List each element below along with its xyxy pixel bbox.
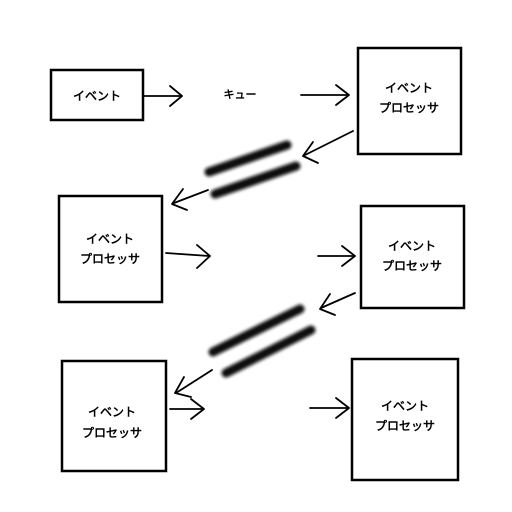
processor-1-line1: イベント [385,81,433,95]
processor-5-line1: イベント [381,399,429,413]
processor-4-line1: イベント [88,405,136,419]
event-processor-box-1: イベント プロセッサ [356,46,463,156]
processor-5-line2: プロセッサ [375,418,435,433]
arrow-processor-3-to-queue-4 [319,292,356,316]
event-source-box: イベント [49,68,145,122]
processor-3-line1: イベント [388,239,436,253]
arrow-source-to-queue-1 [143,85,183,107]
arrow-processor-2-to-queue-3 [165,244,211,269]
processor-2-line1: イベント [86,232,134,246]
arrow-queue-4-to-processor-4 [174,369,213,398]
arrow-queue-3-to-processor-3 [317,245,356,267]
queue-4 [208,304,316,378]
arrow-queue-5-to-processor-5 [309,397,350,419]
arrow-processor-1-to-queue-2 [302,130,354,164]
processor-1-line2: プロセッサ [379,100,439,115]
event-processor-box-4: イベント プロセッサ [60,359,168,473]
queue-3 [214,236,320,273]
queue-5 [208,391,310,428]
arrow-processor-4-to-queue-5 [169,398,205,420]
queue-1-label: キュー [224,88,257,101]
queue-1: キュー [187,76,303,113]
processor-4-line2: プロセッサ [82,425,142,440]
event-source-label: イベント [73,89,121,103]
event-processor-box-3: イベント プロセッサ [359,204,466,310]
event-processor-box-2: イベント プロセッサ [57,194,164,304]
arrow-queue-2-to-processor-2 [171,188,209,211]
arrow-queue-1-to-processor-1 [300,84,350,106]
event-processor-box-5: イベント プロセッサ [350,357,460,482]
queue-2 [204,140,301,199]
processor-2-line2: プロセッサ [80,251,140,266]
processor-3-line2: プロセッサ [382,258,442,273]
